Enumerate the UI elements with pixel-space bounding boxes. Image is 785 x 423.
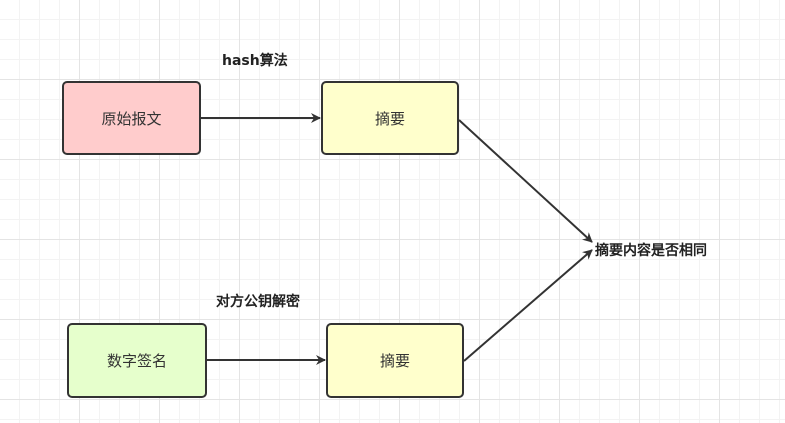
- hash-algorithm-label: hash算法: [222, 53, 288, 69]
- compare-result-label: 摘要内容是否相同: [595, 243, 707, 259]
- digital-signature-node[interactable]: 数字签名: [67, 323, 207, 398]
- digital-signature-label: 数字签名: [106, 352, 167, 370]
- digest-bottom-label: 摘要: [379, 352, 410, 370]
- arrow-digest-top-to-compare: [458, 119, 593, 243]
- digest-top-label: 摘要: [374, 109, 405, 128]
- digest-bottom-node[interactable]: 摘要: [326, 323, 464, 398]
- original-message-node[interactable]: 原始报文: [62, 81, 201, 155]
- original-message-label: 原始报文: [101, 109, 162, 128]
- public-key-decrypt-label: 对方公钥解密: [216, 294, 300, 310]
- arrow-digest-bottom-to-compare: [463, 249, 593, 362]
- digest-top-node[interactable]: 摘要: [321, 81, 459, 155]
